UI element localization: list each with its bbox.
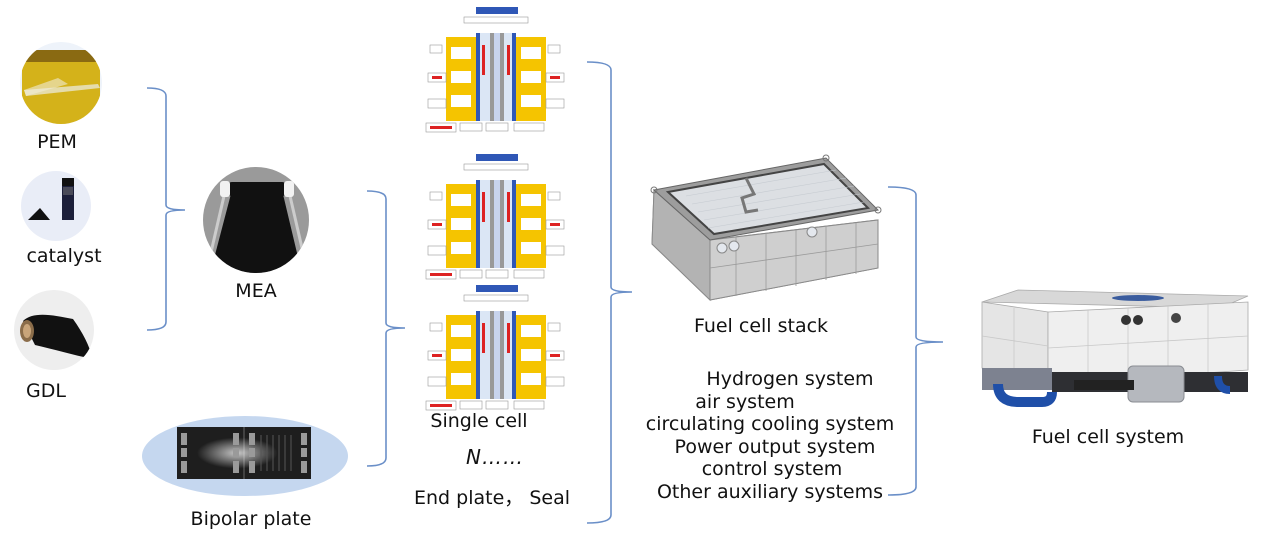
single-cell-diagram — [425, 285, 565, 411]
subsystem-item: control system — [701, 458, 843, 480]
fuel-cell-system-image — [981, 289, 1249, 407]
pem-label: PEM — [37, 131, 77, 153]
mea-label: MEA — [235, 280, 277, 302]
cell-count-label: N…… — [466, 445, 524, 469]
fuel-cell-stack-image — [650, 154, 882, 302]
bipolar-plate-image — [142, 416, 348, 496]
subsystem-item: circulating cooling system — [645, 413, 895, 435]
bipolar-plate-label: Bipolar plate — [190, 508, 312, 530]
single-cell-diagram — [425, 154, 565, 280]
catalyst-image — [21, 171, 91, 241]
subsystem-item: air system — [695, 390, 795, 413]
mea-image — [203, 167, 309, 273]
catalyst-label: catalyst — [26, 245, 102, 267]
fuel-cell-stack-label: Fuel cell stack — [693, 315, 829, 337]
single-cell-diagram — [425, 7, 565, 133]
single-cell-label: Single cell — [430, 410, 528, 432]
pem-image — [20, 42, 102, 124]
end-plate-seal-label: End plate， Seal — [414, 487, 570, 509]
subsystem-item: Hydrogen system — [706, 368, 874, 390]
subsystem-item: Other auxiliary systems — [656, 480, 884, 503]
gdl-label: GDL — [26, 380, 66, 402]
fuel-cell-system-label: Fuel cell system — [1031, 426, 1185, 448]
gdl-image — [14, 290, 94, 370]
subsystem-list: Hydrogen system air system circulating c… — [630, 368, 910, 503]
subsystem-item: Power output system — [674, 435, 876, 458]
